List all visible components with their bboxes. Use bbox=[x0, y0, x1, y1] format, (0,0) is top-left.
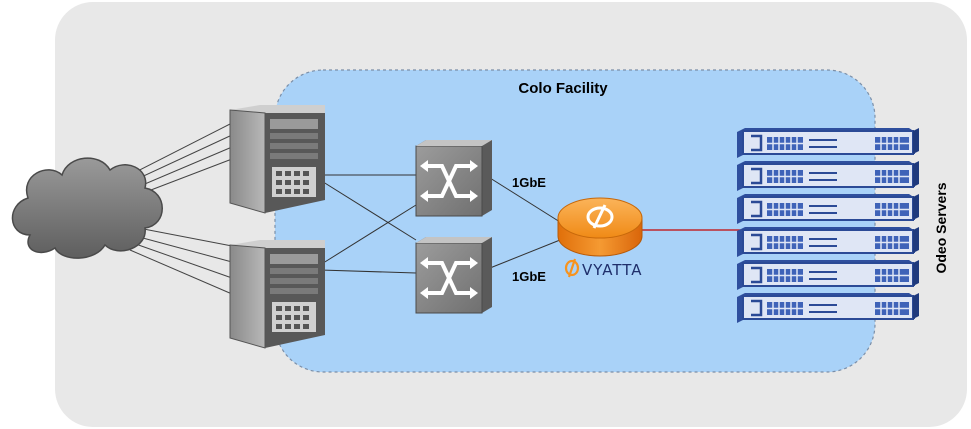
server-tower-icon bbox=[229, 105, 325, 214]
vyatta-logo-icon bbox=[564, 258, 580, 278]
rack-server-icon bbox=[735, 291, 921, 325]
rack-server-icon bbox=[735, 192, 921, 226]
rack-server-icon bbox=[735, 159, 921, 193]
core-links bbox=[319, 174, 561, 274]
cloud-icon bbox=[11, 157, 163, 259]
vyatta-logo-text: VYATTA bbox=[582, 261, 643, 279]
servers-label: Odeo Servers bbox=[933, 182, 949, 273]
link-label-top: 1GbE bbox=[512, 175, 546, 190]
vyatta-logo: VYATTA bbox=[564, 258, 643, 279]
network-switch-icon bbox=[415, 237, 492, 314]
network-switch-icon bbox=[415, 140, 492, 217]
link-label-bottom: 1GbE bbox=[512, 269, 546, 284]
rack-server-icon bbox=[735, 126, 921, 160]
rack-server-icon bbox=[735, 225, 921, 259]
server-tower-icon bbox=[229, 240, 325, 349]
rack-server-icon bbox=[735, 258, 921, 292]
router-icon bbox=[557, 197, 643, 257]
colo-facility-label: Colo Facility bbox=[518, 80, 608, 97]
